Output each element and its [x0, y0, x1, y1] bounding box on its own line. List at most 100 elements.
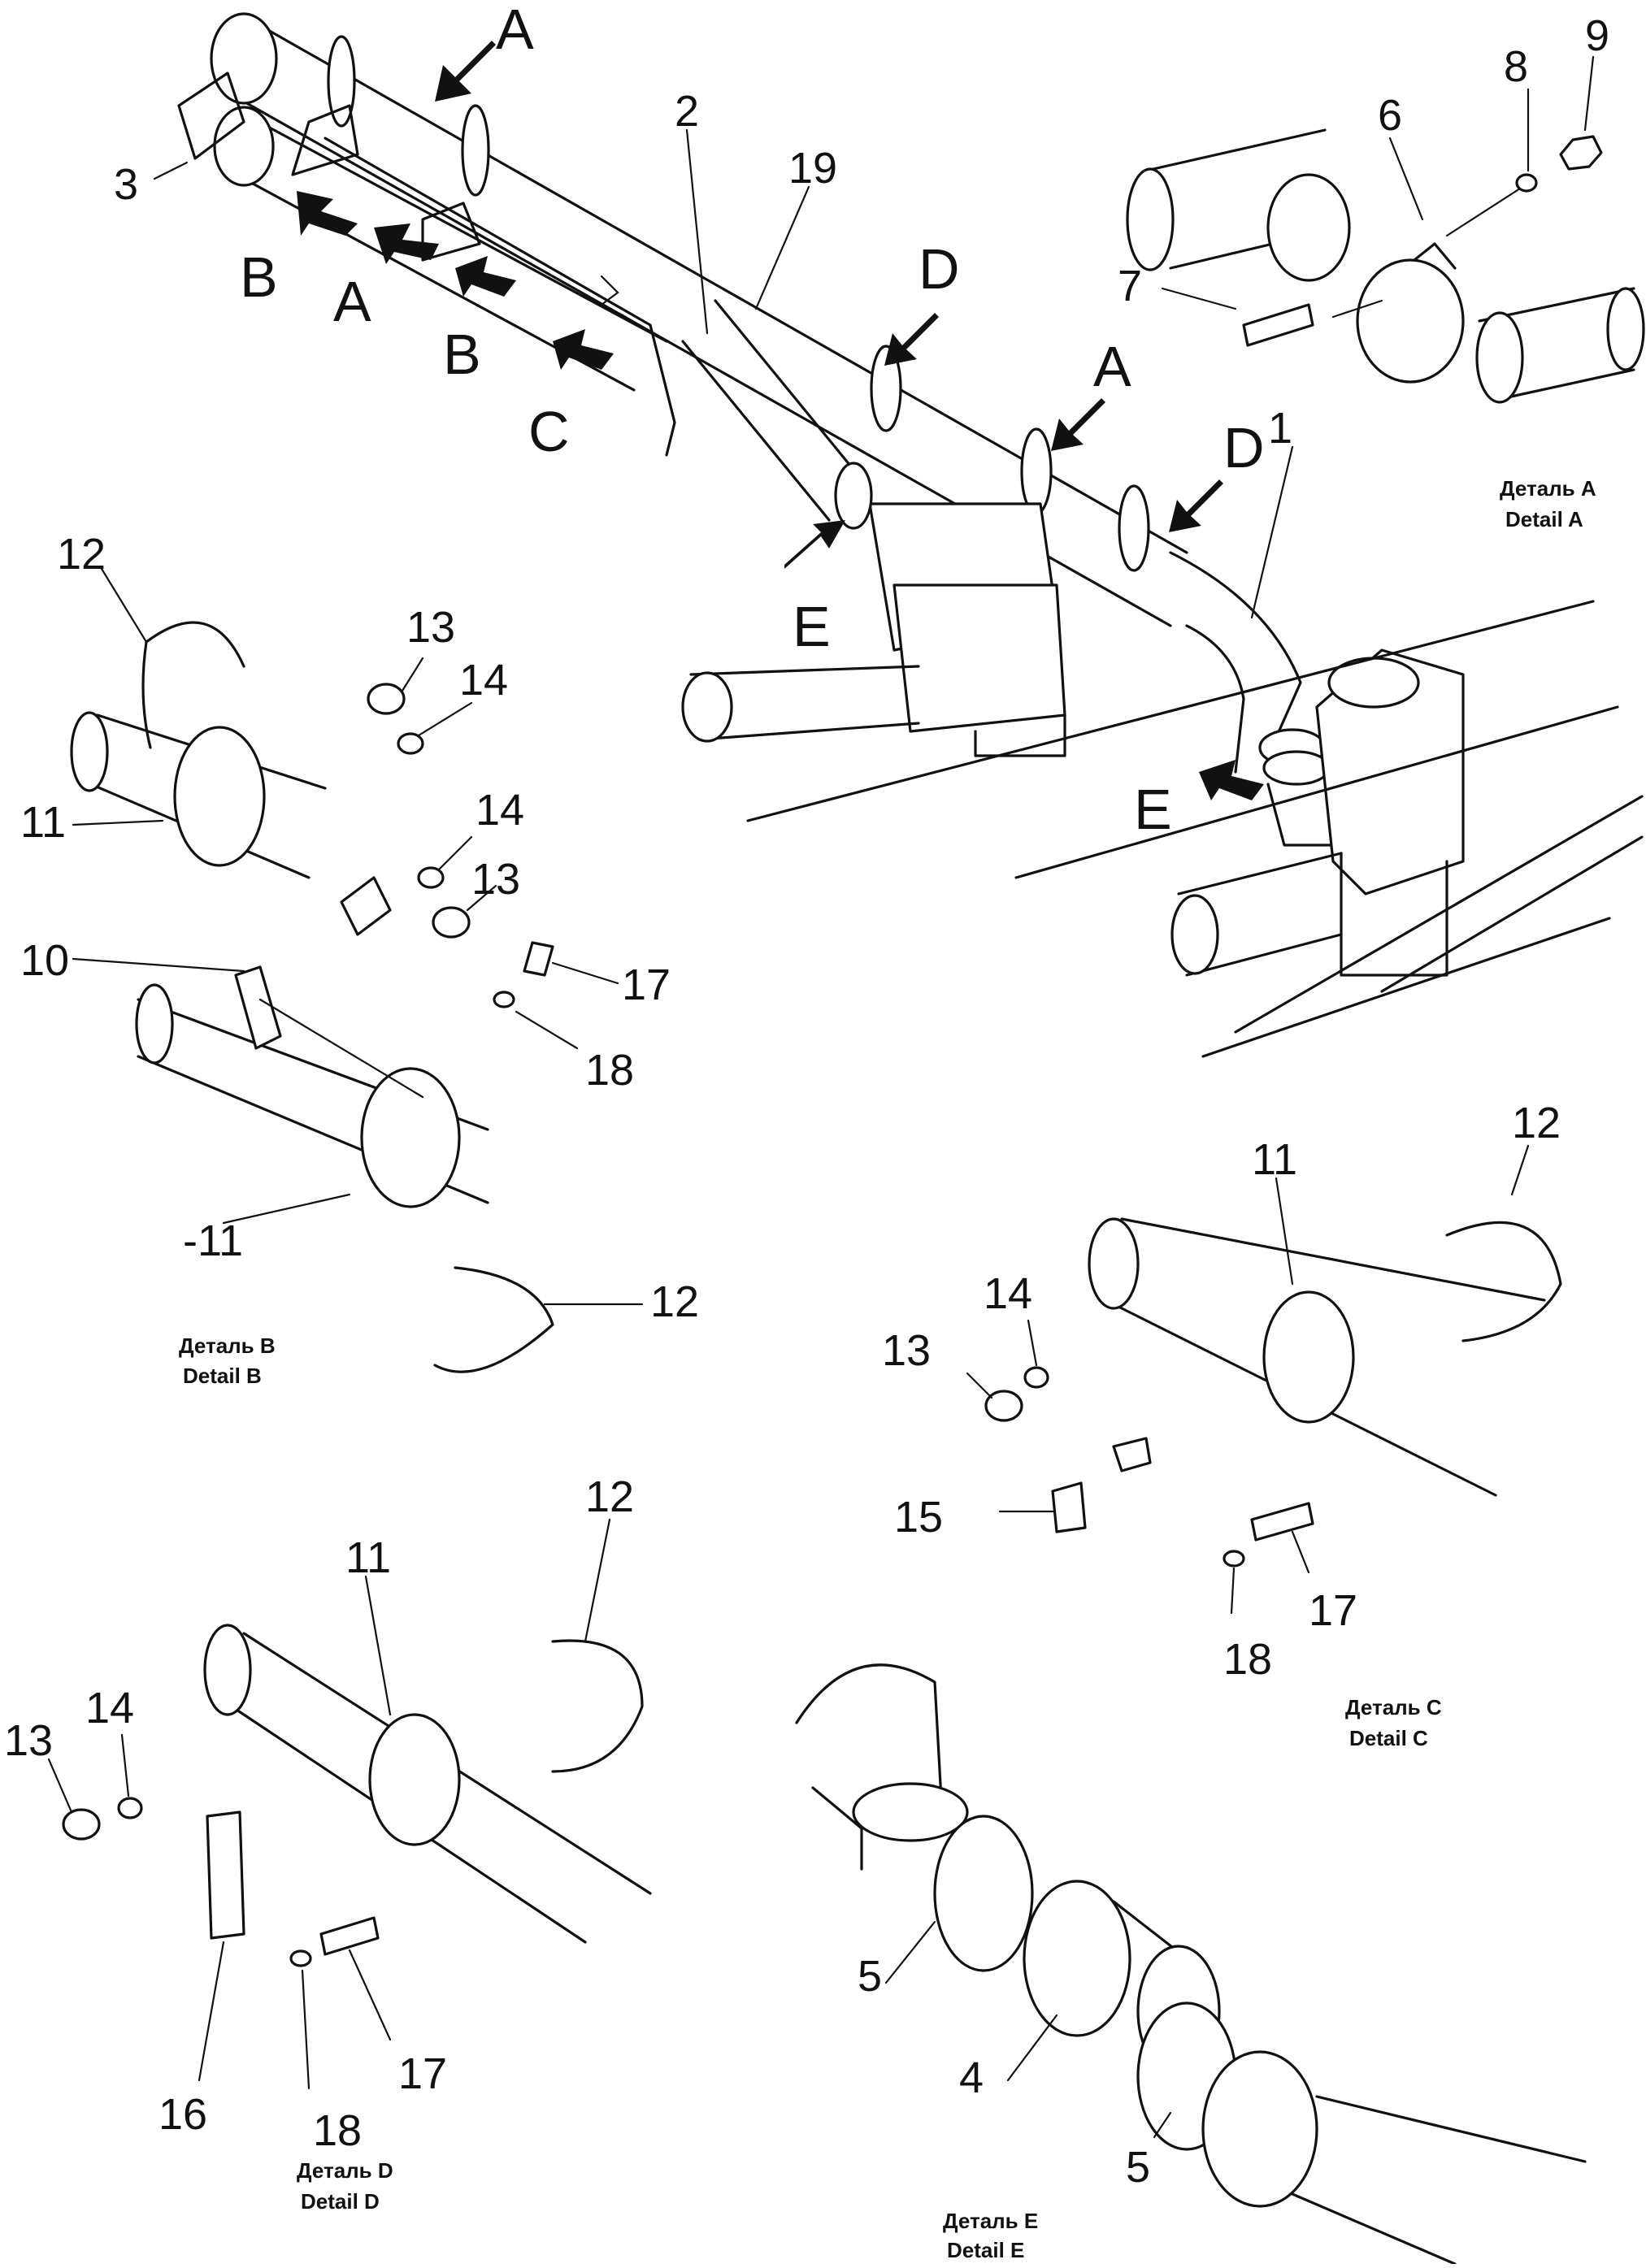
bolt-7 — [1242, 303, 1314, 347]
washer-14-d — [117, 1797, 143, 1819]
bracket-15 — [1051, 1481, 1087, 1533]
bolt-17-b — [523, 941, 554, 977]
caption-detail-d-ru: Деталь D — [297, 2158, 393, 2183]
view-letter-a-1: A — [496, 0, 534, 61]
nut-13-a — [367, 683, 406, 715]
nut-13-d — [62, 1808, 101, 1841]
bracket-10 — [234, 965, 282, 1050]
sleeve-4 — [1023, 1880, 1131, 2037]
callout-14-a: 14 — [459, 656, 508, 705]
leader-lines — [47, 55, 1595, 2139]
view-letter-d-1: D — [919, 237, 960, 301]
view-letter-a-3: A — [1093, 335, 1131, 398]
view-letter-b-2: B — [443, 323, 481, 386]
callout-5-b: 5 — [1126, 2143, 1150, 2192]
callout-13-c: 13 — [882, 1326, 931, 1375]
callout-10: 10 — [20, 936, 69, 985]
callout-13-a: 13 — [406, 603, 455, 652]
nut-13-b — [432, 906, 471, 939]
clamp-band-11-top — [173, 726, 266, 867]
detail-e — [795, 1663, 1587, 2266]
callout-15: 15 — [894, 1493, 943, 1542]
caption-detail-c-en: Detail C — [1349, 1726, 1428, 1750]
callout-3: 3 — [114, 160, 138, 209]
caption-detail-c-ru: Деталь C — [1345, 1695, 1442, 1719]
detail-d — [62, 1624, 652, 1967]
view-letter-a-2: A — [333, 270, 371, 333]
caption-detail-a-en: Detail A — [1505, 507, 1583, 531]
arrow-icon — [553, 329, 614, 370]
callout-11-c: 11 — [1252, 1135, 1297, 1184]
callout-17-b: 17 — [622, 961, 671, 1009]
callout-6: 6 — [1378, 91, 1402, 140]
clamp-d2 — [1118, 484, 1150, 572]
callout-11-b1: 11 — [20, 798, 66, 847]
detail-captions: Деталь A Detail A Деталь B Detail B Дета… — [179, 476, 1596, 2262]
callout-14-d: 14 — [85, 1684, 134, 1732]
callout-1: 1 — [1268, 404, 1292, 453]
washer-14-b — [417, 866, 445, 889]
clamp-a1 — [327, 35, 356, 128]
washer-18-d — [289, 1949, 312, 1967]
caption-detail-b-ru: Деталь B — [179, 1333, 276, 1358]
callout-12-d: 12 — [585, 1472, 634, 1521]
callout-18-b: 18 — [585, 1046, 634, 1095]
view-letter-c: C — [528, 400, 570, 463]
callout-numbers: 1 2 3 4 5 5 6 7 8 9 10 11 -11 11 11 12 1… — [4, 11, 1609, 2192]
clamp-band-11-d — [368, 1713, 461, 1846]
callout-4: 4 — [959, 2053, 984, 2102]
detail-c — [984, 1217, 1562, 1568]
nut-9 — [1559, 135, 1603, 171]
view-letters: A B A B C D A D E E — [240, 0, 1265, 841]
callout-5-a: 5 — [858, 1952, 882, 2001]
caption-detail-b-en: Detail B — [183, 1364, 262, 1388]
clamp-6 — [1356, 258, 1465, 384]
callout-7: 7 — [1118, 262, 1142, 310]
callout-14-b: 14 — [476, 786, 524, 835]
arrow-icon — [455, 256, 516, 297]
bracket-16 — [206, 1810, 245, 1940]
callout-17-c: 17 — [1309, 1586, 1357, 1635]
callout-9: 9 — [1585, 11, 1609, 60]
callout-19: 19 — [788, 144, 837, 193]
washer-14-a — [397, 732, 424, 755]
nut-13-c — [984, 1390, 1023, 1422]
bolt-17-c — [1250, 1502, 1314, 1542]
detail-b — [70, 621, 554, 1373]
caption-detail-e-ru: Деталь E — [943, 2209, 1038, 2233]
view-letter-e-1: E — [793, 595, 831, 658]
clamp-band-11-bottom — [360, 1067, 461, 1208]
clamp-a3 — [1020, 427, 1053, 515]
callout-16: 16 — [159, 2090, 207, 2139]
callout-18-d: 18 — [313, 2106, 362, 2155]
view-letter-d-2: D — [1223, 416, 1265, 479]
view-letter-e-2: E — [1134, 778, 1172, 841]
arrow-icon — [1169, 479, 1223, 532]
seal-ring-5-upper — [933, 1815, 1034, 1972]
caption-detail-a-ru: Деталь A — [1500, 476, 1596, 501]
washer-18-b — [493, 991, 515, 1008]
callout-14-c: 14 — [984, 1269, 1032, 1318]
arrow-icon — [784, 520, 845, 569]
clamp-band-11-c — [1262, 1290, 1355, 1424]
bolt-17-d — [319, 1916, 380, 1956]
clamp-a2 — [461, 104, 490, 197]
callout-13-d: 13 — [4, 1716, 53, 1765]
arrow-icon — [297, 191, 358, 236]
view-letter-b-1: B — [240, 245, 278, 309]
main-assembly — [177, 12, 1644, 1058]
arrow-icon — [1051, 398, 1105, 451]
arrow-icon — [435, 41, 496, 102]
callout-8: 8 — [1504, 42, 1528, 91]
callout-11-b2: -11 — [183, 1216, 243, 1265]
callout-12-c: 12 — [1512, 1099, 1561, 1147]
caption-detail-e-en: Detail E — [947, 2238, 1024, 2262]
callout-17-d: 17 — [398, 2049, 447, 2098]
callout-12-b1: 12 — [57, 530, 106, 579]
callout-2: 2 — [675, 87, 699, 136]
washer-18-c — [1223, 1550, 1245, 1568]
detail-a — [1126, 128, 1645, 404]
view-arrows-main — [297, 41, 1264, 800]
